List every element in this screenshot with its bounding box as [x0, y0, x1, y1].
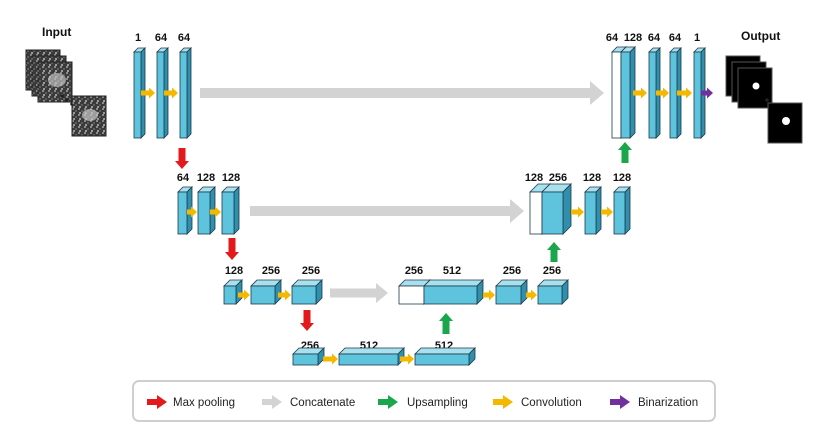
upsample-arrow-1 — [618, 142, 632, 163]
l3-dec-conv-arrow-2 — [526, 289, 537, 301]
l3-enc-block-2 — [250, 279, 282, 305]
l1-binarization-arrow — [701, 87, 713, 99]
l3-enc-label-1: 128 — [225, 265, 243, 277]
l3-concat-arrow — [330, 283, 388, 303]
l2-dec-label-4: 128 — [613, 172, 631, 184]
l3-enc-block-3 — [291, 279, 323, 305]
l2-dec-block-2 — [584, 186, 602, 235]
maxpool-arrow-2 — [225, 238, 239, 260]
l1-enc-conv-arrow-2 — [164, 87, 178, 99]
l3-enc-label-2: 256 — [262, 265, 280, 277]
legend-box — [132, 380, 716, 422]
l2-enc-block-3 — [221, 186, 240, 235]
l2-dec-block-1 — [541, 183, 572, 235]
diagram-shapes — [133, 46, 713, 366]
l2-enc-label-3: 128 — [222, 172, 240, 184]
l3-dec-label-3: 256 — [503, 265, 521, 277]
legend-label-concatenate: Concatenate — [290, 397, 355, 409]
l4-block-1 — [292, 347, 325, 366]
legend-icons — [147, 395, 630, 409]
legend-label-convolution: Convolution — [521, 397, 582, 409]
max-pooling-legend-icon — [147, 395, 167, 409]
l1-dec-label-2: 128 — [624, 32, 642, 44]
l3-dec-block-3 — [537, 279, 569, 305]
binarization-legend-icon — [610, 395, 630, 409]
output-image-stack — [725, 55, 803, 144]
l1-enc-label-3: 64 — [178, 32, 191, 44]
l4-conv-arrow-1 — [323, 353, 338, 365]
l1-enc-block-3 — [179, 47, 192, 139]
l1-enc-conv-arrow-1 — [141, 87, 155, 99]
l2-dec-label-1: 128 — [525, 172, 543, 184]
l2-dec-conv-arrow-1 — [571, 206, 584, 218]
upsampling-legend-icon — [378, 395, 398, 409]
l3-dec-label-4: 256 — [543, 265, 561, 277]
l1-dec-label-5: 1 — [694, 32, 700, 44]
l3-enc-block-1 — [223, 279, 243, 305]
l2-dec-block-3 — [613, 186, 631, 235]
concatenate-legend-icon — [262, 395, 282, 409]
l1-concat-arrow — [200, 81, 604, 105]
upsample-arrow-3 — [439, 313, 453, 334]
l4-block-2 — [338, 347, 405, 366]
l1-dec-label-1: 64 — [606, 32, 619, 44]
l2-concat-arrow — [250, 199, 524, 223]
l1-dec-label-3: 64 — [648, 32, 661, 44]
convolution-legend-icon — [493, 395, 513, 409]
l3-dec-label-2: 512 — [443, 265, 461, 277]
l3-dec-label-1: 256 — [405, 265, 423, 277]
l2-dec-label-3: 128 — [583, 172, 601, 184]
l1-enc-label-1: 1 — [135, 32, 141, 44]
l3-enc-conv-arrow-1 — [238, 289, 250, 301]
maxpool-arrow-3 — [300, 310, 314, 331]
l1-dec-conv-arrow-1 — [633, 87, 647, 99]
l2-enc-conv-arrow-1 — [187, 206, 197, 218]
l3-dec-conv-arrow-1 — [483, 289, 495, 301]
l3-enc-label-3: 256 — [302, 265, 320, 277]
l2-enc-conv-arrow-2 — [210, 206, 221, 218]
l3-enc-conv-arrow-2 — [278, 289, 291, 301]
upsample-arrow-2 — [547, 242, 561, 262]
l2-enc-label-1: 64 — [177, 172, 190, 184]
l3-dec-block-2 — [495, 279, 528, 305]
l2-enc-label-2: 128 — [197, 172, 215, 184]
legend-label-upsampling: Upsampling — [407, 397, 468, 409]
l4-conv-arrow-2 — [400, 353, 414, 365]
l1-dec-conv-arrow-2 — [656, 87, 669, 99]
l2-dec-label-2: 256 — [549, 172, 567, 184]
l4-block-3 — [414, 347, 476, 366]
l1-dec-label-4: 64 — [669, 32, 682, 44]
output-title: Output — [741, 29, 780, 43]
legend-label-max-pooling: Max pooling — [173, 397, 235, 409]
l3-dec-block-1 — [423, 279, 484, 305]
l2-dec-conv-arrow-2 — [601, 206, 613, 218]
l1-dec-conv-arrow-3 — [677, 87, 692, 99]
input-title: Input — [42, 25, 71, 39]
input-image-stack — [25, 49, 107, 137]
legend-label-binarization: Binarization — [638, 397, 698, 409]
l1-dec-block-1 — [620, 46, 636, 139]
legend: Max pooling Concatenate Upsampling Convo… — [132, 380, 716, 422]
l1-enc-label-2: 64 — [155, 32, 168, 44]
maxpool-arrow-1 — [175, 148, 189, 169]
